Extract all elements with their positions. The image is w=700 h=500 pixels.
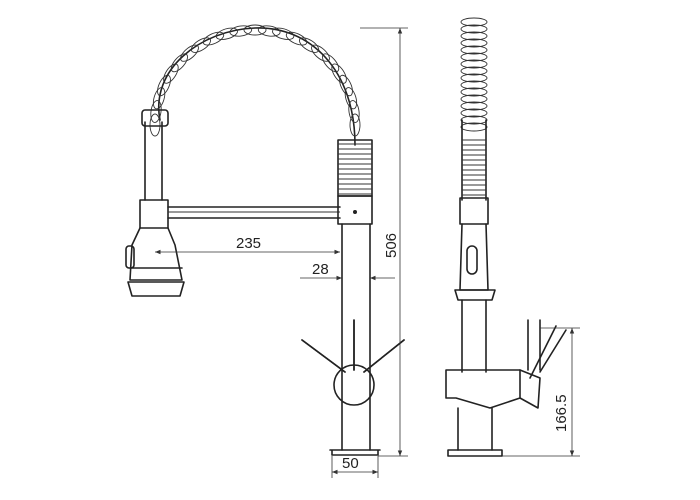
dimension-height: 506 bbox=[360, 27, 408, 457]
lever-handles bbox=[301, 319, 405, 406]
dimension-height-label: 506 bbox=[383, 233, 400, 258]
holder-arm bbox=[167, 206, 341, 219]
dimension-base: 50 bbox=[331, 455, 379, 478]
dimension-lever-height-label: 166.5 bbox=[553, 394, 570, 432]
base bbox=[329, 449, 381, 456]
dimension-lever-height: 166.5 bbox=[502, 327, 580, 457]
spring-coil bbox=[149, 24, 361, 146]
dimension-reach-label: 235 bbox=[236, 235, 261, 252]
side-spring-coil bbox=[460, 17, 488, 132]
ribbed-section bbox=[337, 139, 373, 197]
spray-head bbox=[125, 199, 185, 297]
dimension-spout-offset-label: 28 bbox=[312, 261, 329, 278]
body-column bbox=[341, 223, 371, 451]
hose bbox=[144, 121, 163, 201]
dimension-reach: 235 bbox=[155, 235, 340, 255]
side-view bbox=[445, 17, 567, 457]
dimension-spout-offset: 28 bbox=[300, 261, 395, 281]
front-view bbox=[125, 24, 405, 456]
dimension-base-label: 50 bbox=[342, 455, 359, 472]
